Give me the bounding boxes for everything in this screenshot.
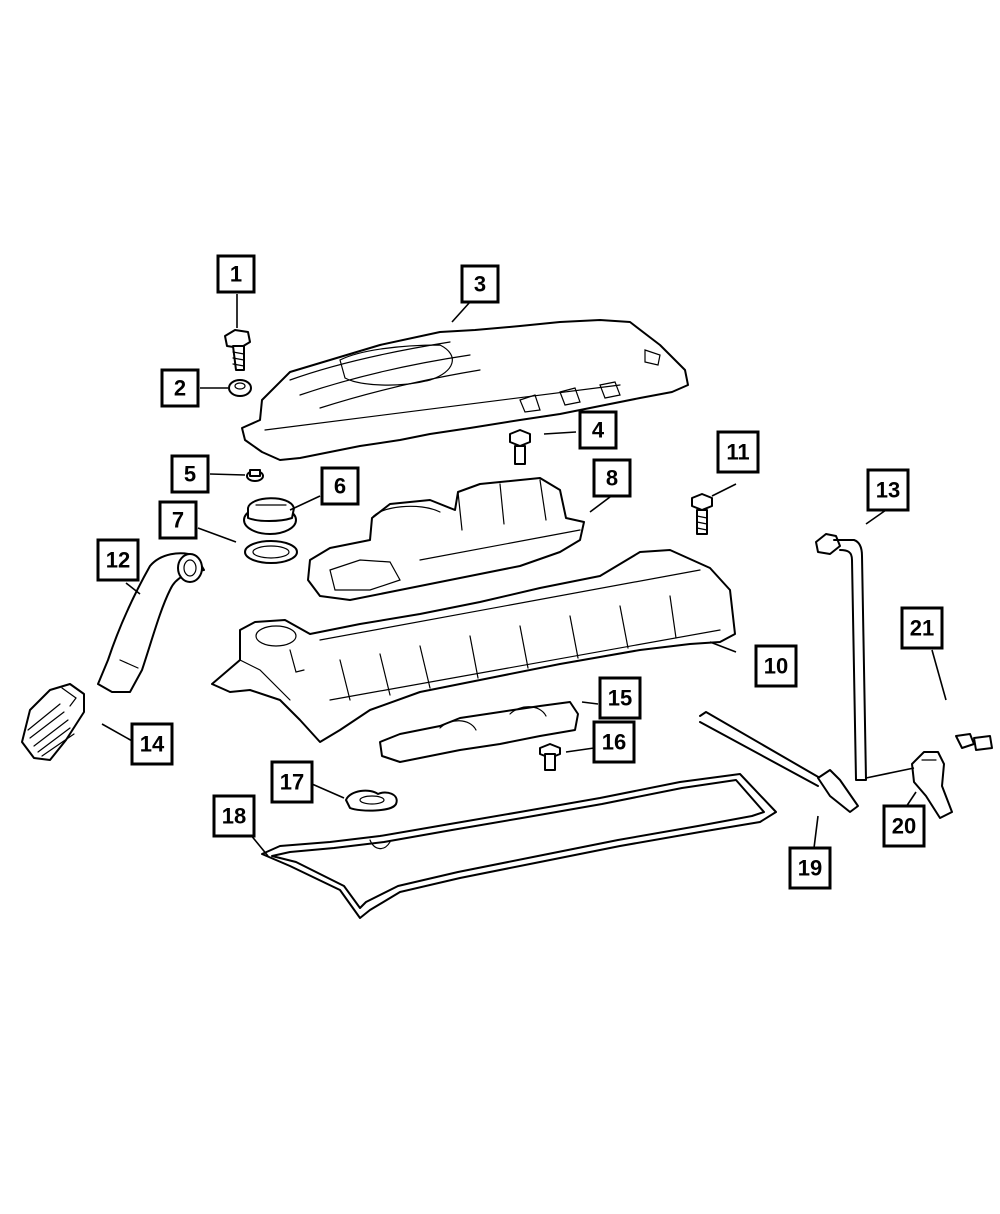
oil-cap-part xyxy=(243,497,297,535)
callout-18: 18 xyxy=(212,794,256,838)
svg-text:8: 8 xyxy=(606,466,618,491)
bolt-11-part xyxy=(691,493,713,535)
svg-text:15: 15 xyxy=(608,686,632,711)
svg-text:18: 18 xyxy=(222,804,246,829)
bearing-caps-part xyxy=(379,701,579,763)
engine-cover-part xyxy=(241,319,689,461)
svg-text:21: 21 xyxy=(910,616,934,641)
callout-5: 5 xyxy=(170,454,210,494)
oil-separator-part xyxy=(307,477,585,601)
small-seal-part xyxy=(345,789,398,812)
callout-21: 21 xyxy=(900,606,944,650)
callout-10: 10 xyxy=(754,644,798,688)
svg-text:12: 12 xyxy=(106,548,130,573)
svg-text:19: 19 xyxy=(798,856,822,881)
svg-text:14: 14 xyxy=(140,732,165,757)
callout-17: 17 xyxy=(270,760,314,804)
svg-text:11: 11 xyxy=(726,440,749,465)
svg-text:1: 1 xyxy=(230,262,242,287)
callout-14: 14 xyxy=(130,722,174,766)
bolt-16-part xyxy=(539,743,561,771)
callout-7: 7 xyxy=(158,500,198,540)
leader-lines xyxy=(101,294,947,857)
hose-connector-part xyxy=(21,683,85,761)
callout-2: 2 xyxy=(160,368,200,408)
plug-part xyxy=(246,469,264,482)
callout-19: 19 xyxy=(788,846,832,890)
svg-text:2: 2 xyxy=(174,376,186,401)
callout-12: 12 xyxy=(96,538,140,582)
seal-ring-part xyxy=(244,540,298,564)
breather-hose-part xyxy=(97,552,205,693)
bolt-4-part xyxy=(509,429,531,465)
callout-8: 8 xyxy=(592,458,632,498)
cover-bolt-part xyxy=(224,329,251,371)
svg-text:4: 4 xyxy=(592,418,605,443)
bracket-part xyxy=(911,751,953,819)
dipstick-part xyxy=(699,711,859,813)
callout-11: 11 xyxy=(716,430,760,474)
callout-3: 3 xyxy=(460,264,500,304)
bracket-bolt-part xyxy=(955,733,993,751)
dipstick-tube-part xyxy=(815,533,867,781)
callout-1: 1 xyxy=(216,254,256,294)
cover-gasket-part xyxy=(261,773,777,919)
svg-text:13: 13 xyxy=(876,478,900,503)
svg-text:10: 10 xyxy=(764,654,788,679)
callout-4: 4 xyxy=(578,410,618,450)
callout-16: 16 xyxy=(592,720,636,764)
callout-20: 20 xyxy=(882,804,926,848)
svg-text:6: 6 xyxy=(334,474,346,499)
svg-text:3: 3 xyxy=(474,272,486,297)
head-cover-part xyxy=(211,549,736,743)
svg-text:17: 17 xyxy=(280,770,304,795)
svg-text:7: 7 xyxy=(172,508,184,533)
callout-6: 6 xyxy=(320,466,360,506)
grommet-part xyxy=(228,379,252,397)
callout-15: 15 xyxy=(598,676,642,720)
svg-text:5: 5 xyxy=(184,462,196,487)
callout-13: 13 xyxy=(866,468,910,512)
svg-text:20: 20 xyxy=(892,814,916,839)
svg-text:16: 16 xyxy=(602,730,626,755)
